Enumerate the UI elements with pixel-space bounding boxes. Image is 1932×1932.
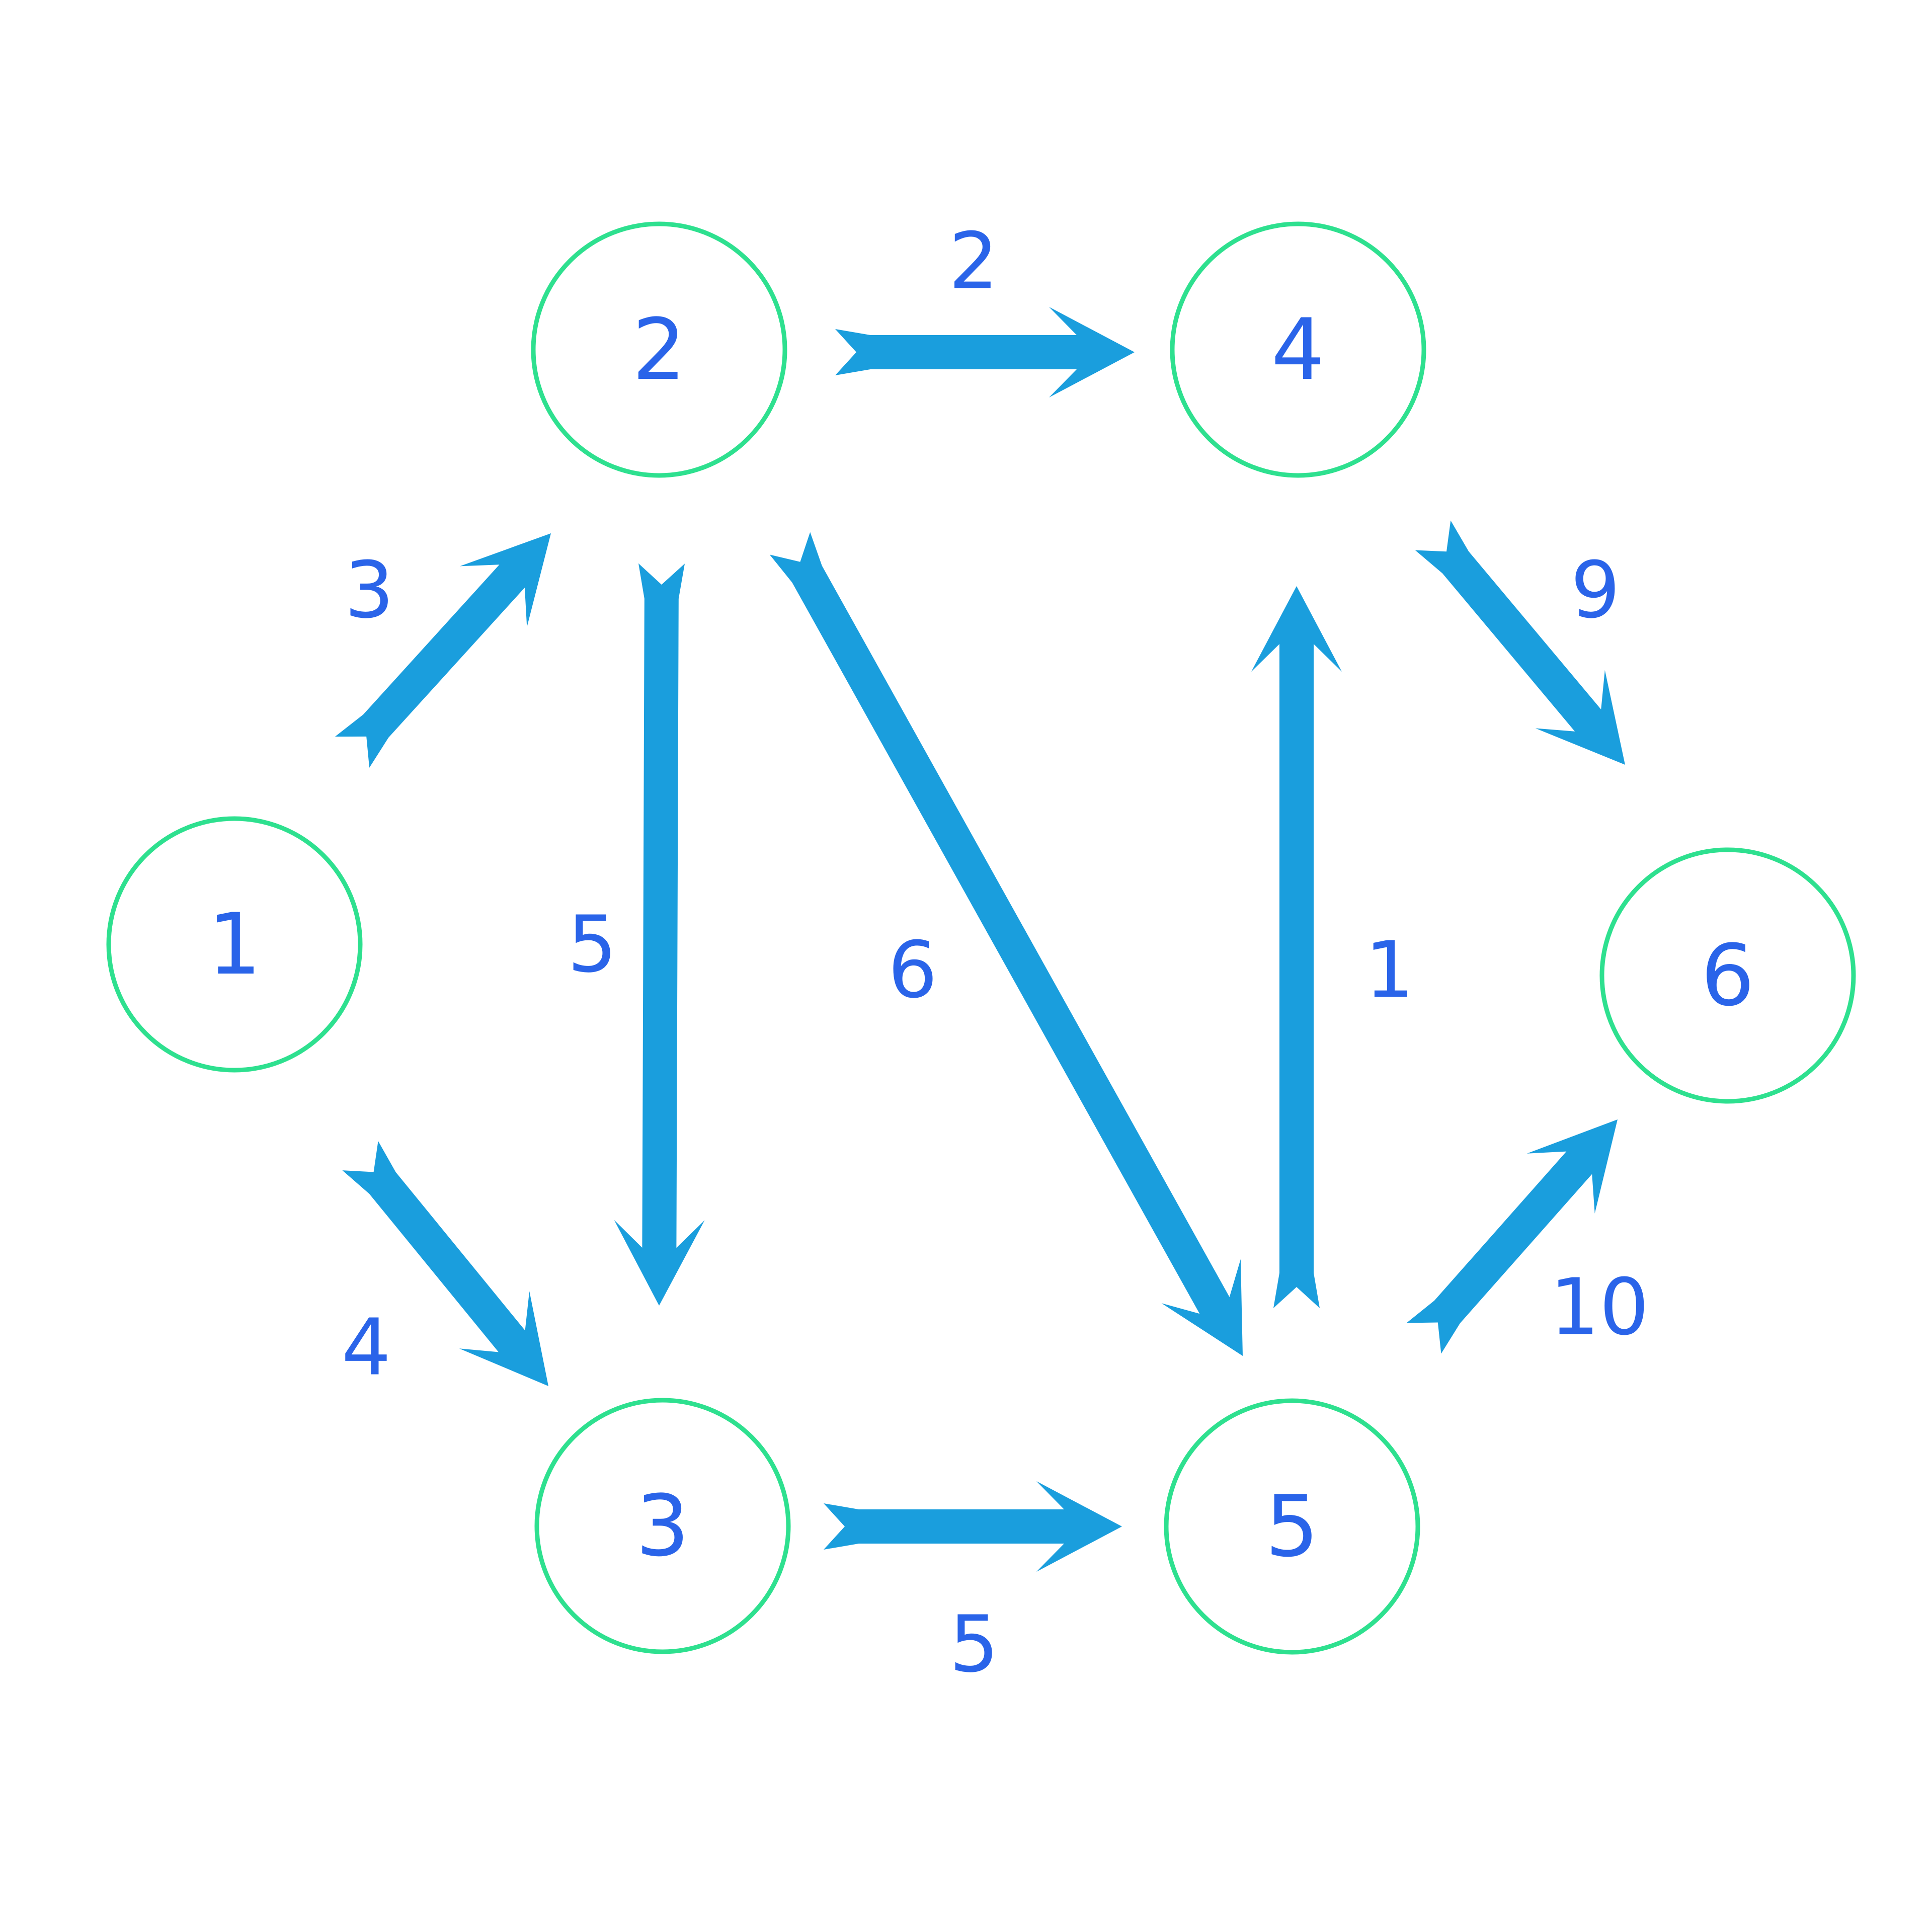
edges-layer — [335, 307, 1625, 1572]
node-label-4: 4 — [1271, 300, 1325, 399]
edge-weight-label-5-to-4: 1 — [1365, 925, 1415, 1016]
node-label-1: 1 — [208, 895, 262, 994]
edge-arrow-5-to-6 — [1406, 1119, 1618, 1354]
edge-weight-label-1-to-2: 3 — [345, 545, 394, 636]
node-label-2: 2 — [632, 300, 686, 399]
node-circle-3 — [534, 1398, 791, 1654]
edge-arrow-1-to-2 — [335, 533, 551, 768]
edge-weight-label-5-to-6: 10 — [1550, 1262, 1649, 1353]
edge-weight-label-3-to-5: 5 — [949, 1599, 999, 1690]
edge-weight-label-2-to-4: 2 — [949, 216, 999, 307]
edge-weight-label-1-to-3: 4 — [342, 1302, 391, 1393]
edge-arrow-5-to-4 — [1251, 586, 1342, 1308]
node-label-6: 6 — [1701, 926, 1755, 1025]
edge-weight-label-2-to-3: 5 — [568, 899, 617, 990]
edge-arrow-2-to-4 — [835, 307, 1135, 397]
edge-arrow-1-to-3 — [342, 1141, 548, 1386]
edge-arrow-3-to-5 — [824, 1481, 1122, 1572]
node-circle-2 — [531, 221, 787, 478]
edge-weight-label-4-to-6: 9 — [1571, 545, 1621, 636]
node-label-3: 3 — [636, 1477, 690, 1575]
edge-arrow-4-to-6 — [1415, 520, 1625, 765]
node-circle-1 — [106, 816, 363, 1073]
nodes-layer: 1 2 3 4 5 6 — [106, 221, 1856, 1655]
node-label-5: 5 — [1265, 1477, 1319, 1576]
node-circle-6 — [1599, 847, 1856, 1104]
edge-weight-label-2-to-5: 6 — [888, 925, 938, 1016]
edge-labels-layer: 3 2 5 6 1 9 4 5 10 — [342, 216, 1649, 1690]
node-circle-4 — [1170, 221, 1426, 478]
edge-arrow-2-to-3 — [614, 563, 705, 1306]
edge-arrow-2-to-5 — [769, 532, 1243, 1356]
node-circle-5 — [1164, 1398, 1420, 1655]
